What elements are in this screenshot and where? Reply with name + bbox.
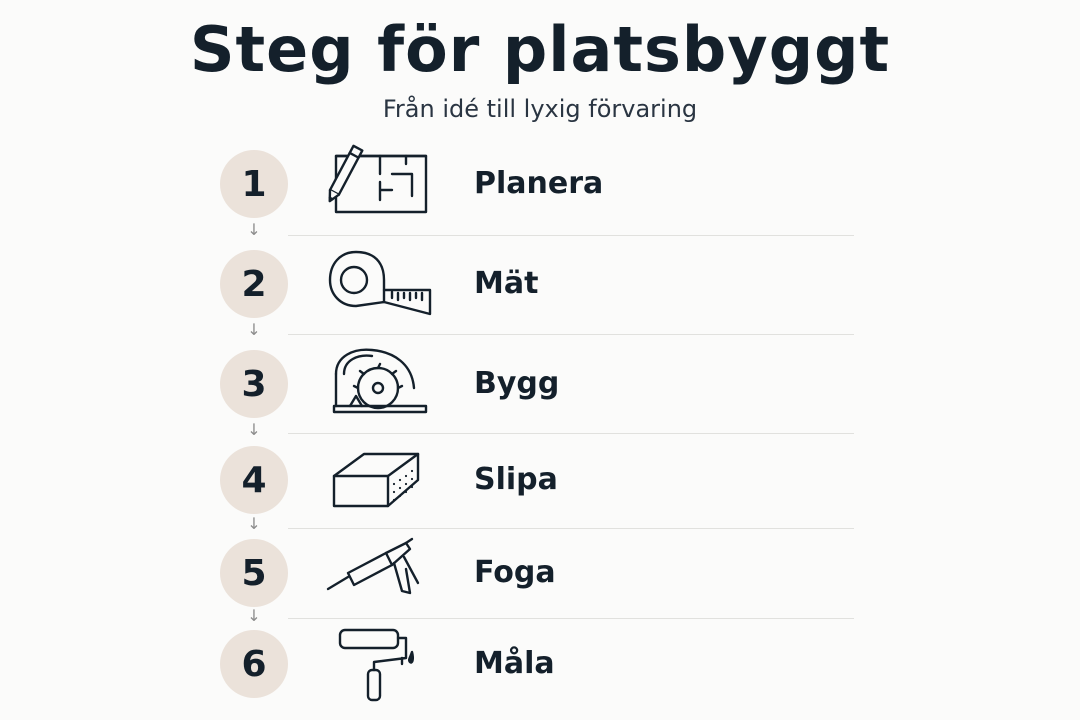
sanding-block-icon [322,440,432,520]
step-label: Slipa [474,462,558,497]
paint-roller-icon [322,624,432,704]
pencil-blueprint-icon [322,144,432,224]
step-number-circle: 4 [220,446,288,514]
step-label: Mät [474,266,539,301]
step-mat: 2 Mät [0,244,1080,324]
arrow-down-icon: ↓ [247,606,261,625]
divider [288,618,854,619]
circular-saw-icon [322,344,432,424]
step-label: Foga [474,555,556,590]
step-mala: 6 Måla [0,624,1080,704]
page-title: Steg för platsbyggt [189,13,891,86]
arrow-down-icon: ↓ [247,514,261,533]
step-planera: 1 Planera [0,144,1080,224]
step-number-circle: 1 [220,150,288,218]
step-foga: 5 Foga [0,533,1080,613]
step-number-circle: 5 [220,539,288,607]
step-label: Måla [474,646,555,681]
step-number-circle: 2 [220,250,288,318]
divider [288,235,854,236]
page-subtitle: Från idé till lyxig förvaring [382,95,698,123]
step-number-circle: 6 [220,630,288,698]
divider [288,334,854,335]
step-number-circle: 3 [220,350,288,418]
step-slipa: 4 Slipa [0,440,1080,520]
step-label: Planera [474,166,604,201]
arrow-down-icon: ↓ [247,420,261,439]
tape-measure-icon [322,244,432,324]
caulk-gun-icon [322,533,432,613]
arrow-down-icon: ↓ [247,220,261,239]
step-label: Bygg [474,366,560,401]
divider [288,528,854,529]
arrow-down-icon: ↓ [247,320,261,339]
divider [288,433,854,434]
step-bygg: 3 Bygg [0,344,1080,424]
